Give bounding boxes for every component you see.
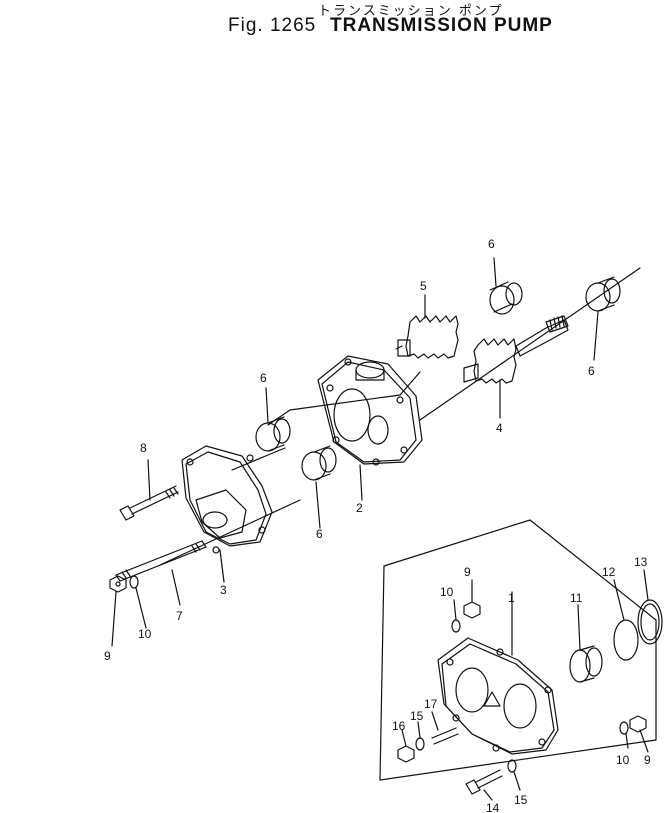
washer-part-10-upper — [451, 619, 461, 633]
callout-14: 14 — [486, 801, 500, 813]
snap-ring-part-12 — [613, 619, 639, 661]
stud-part-17 — [431, 727, 459, 745]
callout-3: 3 — [220, 583, 227, 597]
callout-5: 5 — [420, 279, 427, 293]
callout-16: 16 — [392, 719, 406, 733]
callout-6-lower: 6 — [316, 527, 323, 541]
callout-10-upper: 10 — [440, 585, 454, 599]
nut-part-9-upper — [463, 601, 481, 619]
callout-9-right: 9 — [644, 753, 651, 767]
callout-11: 11 — [570, 591, 583, 605]
callout-6-right: 6 — [588, 364, 595, 378]
pump-cover-part-3 — [181, 445, 273, 554]
callout-15-left: 15 — [410, 709, 424, 723]
callout-6-left: 6 — [260, 371, 267, 385]
bushing-part-6-left-upper — [255, 416, 291, 452]
callout-1: 1 — [508, 591, 515, 605]
assembly-axis-line — [159, 267, 641, 566]
bolt-part-8 — [119, 485, 179, 521]
subassembly-frame — [379, 519, 657, 781]
o-ring-part-13 — [637, 599, 663, 645]
washer-part-10-left — [129, 575, 139, 589]
callout-8: 8 — [140, 441, 147, 455]
callout-15-lower: 15 — [514, 793, 528, 807]
callout-9-left: 9 — [104, 649, 111, 663]
cover-plate-part-1 — [437, 637, 559, 755]
leader-lines — [111, 257, 649, 801]
gear-part-5 — [395, 315, 459, 359]
pump-housing-part-2 — [317, 355, 423, 466]
stud-part-7 — [115, 540, 207, 582]
callout-10-left: 10 — [138, 627, 152, 641]
callout-17: 17 — [424, 697, 438, 711]
gear-part-4 — [463, 315, 569, 384]
callout-10-right: 10 — [616, 753, 630, 767]
callout-6-upper: 6 — [488, 237, 495, 251]
callout-13: 13 — [634, 555, 648, 569]
nut-part-9-right — [629, 715, 647, 733]
bushing-part-6-left-lower — [301, 445, 337, 481]
title-japanese: トランスミッション ポンプ — [318, 4, 504, 19]
washer-part-15-left — [415, 737, 425, 751]
bolt-part-14 — [465, 769, 503, 795]
washer-part-10-right — [619, 721, 629, 735]
figure-title: TRANSMISSION PUMP — [330, 15, 553, 36]
nut-part-16 — [397, 745, 415, 763]
callout-4: 4 — [496, 421, 503, 435]
nut-part-9-left — [109, 575, 127, 593]
axis-bracket-line-2 — [231, 447, 286, 471]
callout-9-upper: 9 — [464, 565, 471, 579]
figure-number: Fig. 1265 — [228, 15, 317, 36]
callout-labels: 1 2 3 4 5 6 6 6 6 7 8 9 9 9 10 10 10 11 … — [104, 237, 651, 813]
bushing-part-6-right — [585, 276, 621, 312]
callout-7: 7 — [176, 609, 183, 623]
bushing-part-6-upper — [489, 281, 523, 315]
callout-2: 2 — [356, 501, 363, 515]
callout-12: 12 — [602, 565, 616, 579]
oil-seal-part-11 — [569, 645, 603, 683]
axis-bracket-line — [267, 371, 421, 426]
washer-part-15-lower — [507, 759, 517, 773]
